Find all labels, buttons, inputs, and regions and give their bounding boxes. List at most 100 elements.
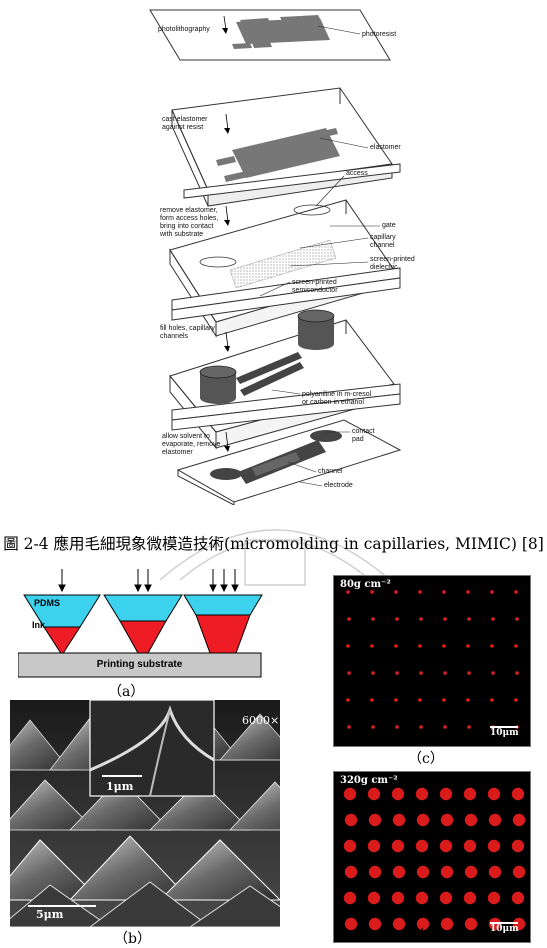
printed-dot <box>371 671 375 675</box>
printed-dot <box>371 617 375 621</box>
printed-dot <box>440 788 452 800</box>
printed-dot <box>466 590 470 594</box>
printed-dot <box>442 590 446 594</box>
panel-d-pressure: 320g cm⁻² <box>340 775 398 786</box>
printed-dot <box>467 671 471 675</box>
printed-dot <box>465 918 477 930</box>
step5-instruction: allow solvent to evaporate, remove elast… <box>162 433 220 457</box>
panel-b-sem-image <box>10 700 280 927</box>
printed-dot <box>490 698 494 702</box>
printed-dot <box>514 644 518 648</box>
printed-dot <box>370 698 374 702</box>
printed-dot <box>345 814 357 826</box>
mimic-process-diagram <box>0 0 547 505</box>
printed-dot <box>370 644 374 648</box>
callout-access: access <box>346 170 368 177</box>
printed-dot <box>344 788 356 800</box>
printed-dot <box>394 590 398 594</box>
printed-dot <box>515 671 519 675</box>
callout-semiconductor: screen-printed semiconductor <box>292 279 338 295</box>
printed-dot <box>491 617 495 621</box>
printed-dot <box>392 788 404 800</box>
callout-elastomer: elastomer <box>370 144 401 151</box>
printed-dot <box>514 698 518 702</box>
panel-d-scale: 10μm <box>490 924 519 934</box>
printed-dot <box>441 866 453 878</box>
printed-dot <box>394 698 398 702</box>
ink-cone-1 <box>44 627 80 655</box>
printed-dot <box>369 814 381 826</box>
callout-contact-pad: contact pad <box>352 428 375 444</box>
panel-c-scalebar <box>490 726 518 728</box>
printed-dot <box>489 866 501 878</box>
panel-d-label: （d） <box>410 925 447 945</box>
printed-dot <box>440 892 452 904</box>
printed-dot <box>512 892 524 904</box>
printed-dot <box>346 590 350 594</box>
printed-dot <box>467 725 471 729</box>
printed-dot <box>488 840 500 852</box>
printed-dot <box>347 617 351 621</box>
printed-dot <box>443 617 447 621</box>
printed-dot <box>418 644 422 648</box>
ink-cone-3 <box>196 615 250 653</box>
printed-dot <box>417 866 429 878</box>
callout-dielectric: screen-printed dielectric <box>370 256 415 272</box>
step1-plate <box>150 10 390 60</box>
printed-dot <box>515 617 519 621</box>
sem-magnification: 6000× <box>242 714 279 727</box>
printed-dot <box>443 725 447 729</box>
printed-dot <box>490 644 494 648</box>
printed-dot <box>416 892 428 904</box>
printed-dot <box>419 671 423 675</box>
panel-a-label: （a） <box>108 681 144 701</box>
printed-dot <box>346 644 350 648</box>
pdms-label: PDMS <box>34 598 60 608</box>
step4-instruction: fill holes, capillary channels <box>160 325 215 341</box>
sem-inset-scale: 1μm <box>106 780 133 793</box>
printed-dot <box>370 590 374 594</box>
step2-instruction: cast elastomer against resist <box>162 116 208 132</box>
printed-dot <box>395 671 399 675</box>
printed-dot <box>488 892 500 904</box>
printed-dot <box>345 918 357 930</box>
panel-b-label: （b） <box>114 928 151 948</box>
printed-dot <box>344 840 356 852</box>
printed-dot <box>491 671 495 675</box>
printed-dot <box>440 840 452 852</box>
printed-dot <box>512 840 524 852</box>
printed-dot <box>368 840 380 852</box>
printed-dot <box>514 590 518 594</box>
panel-d-fluorescence <box>333 771 531 943</box>
printed-dot <box>441 814 453 826</box>
panel-c-scale: 10μm <box>490 728 519 738</box>
callout-channel: channel <box>318 468 343 475</box>
printed-dot <box>490 590 494 594</box>
printed-dot <box>394 644 398 648</box>
printed-dot <box>466 644 470 648</box>
step3-instruction: remove elastomer, form access holes, bri… <box>160 207 218 239</box>
printed-dot <box>392 840 404 852</box>
callout-polyaniline: polyaniline in m-cresol or carbon in eth… <box>302 391 371 407</box>
photoresist-shape <box>232 15 330 49</box>
printed-dot <box>345 866 357 878</box>
printed-dot <box>371 725 375 729</box>
printed-dot <box>417 814 429 826</box>
printed-dot <box>418 698 422 702</box>
printed-dot <box>464 892 476 904</box>
printed-dot <box>467 617 471 621</box>
printed-dot <box>488 788 500 800</box>
printed-dot <box>513 814 525 826</box>
printed-dot <box>442 644 446 648</box>
printed-dot <box>344 892 356 904</box>
printed-dot <box>368 892 380 904</box>
printed-dot <box>465 866 477 878</box>
printed-dot <box>442 698 446 702</box>
printed-dot <box>419 725 423 729</box>
printed-dot <box>369 918 381 930</box>
sem-scale: 5μm <box>36 908 63 921</box>
printed-dot <box>395 725 399 729</box>
printed-dot <box>369 866 381 878</box>
callout-photoresist: photoresist <box>362 31 396 38</box>
figure-caption: 圖 2-4 應用毛細現象微模造技術(micromolding in capill… <box>0 532 547 554</box>
